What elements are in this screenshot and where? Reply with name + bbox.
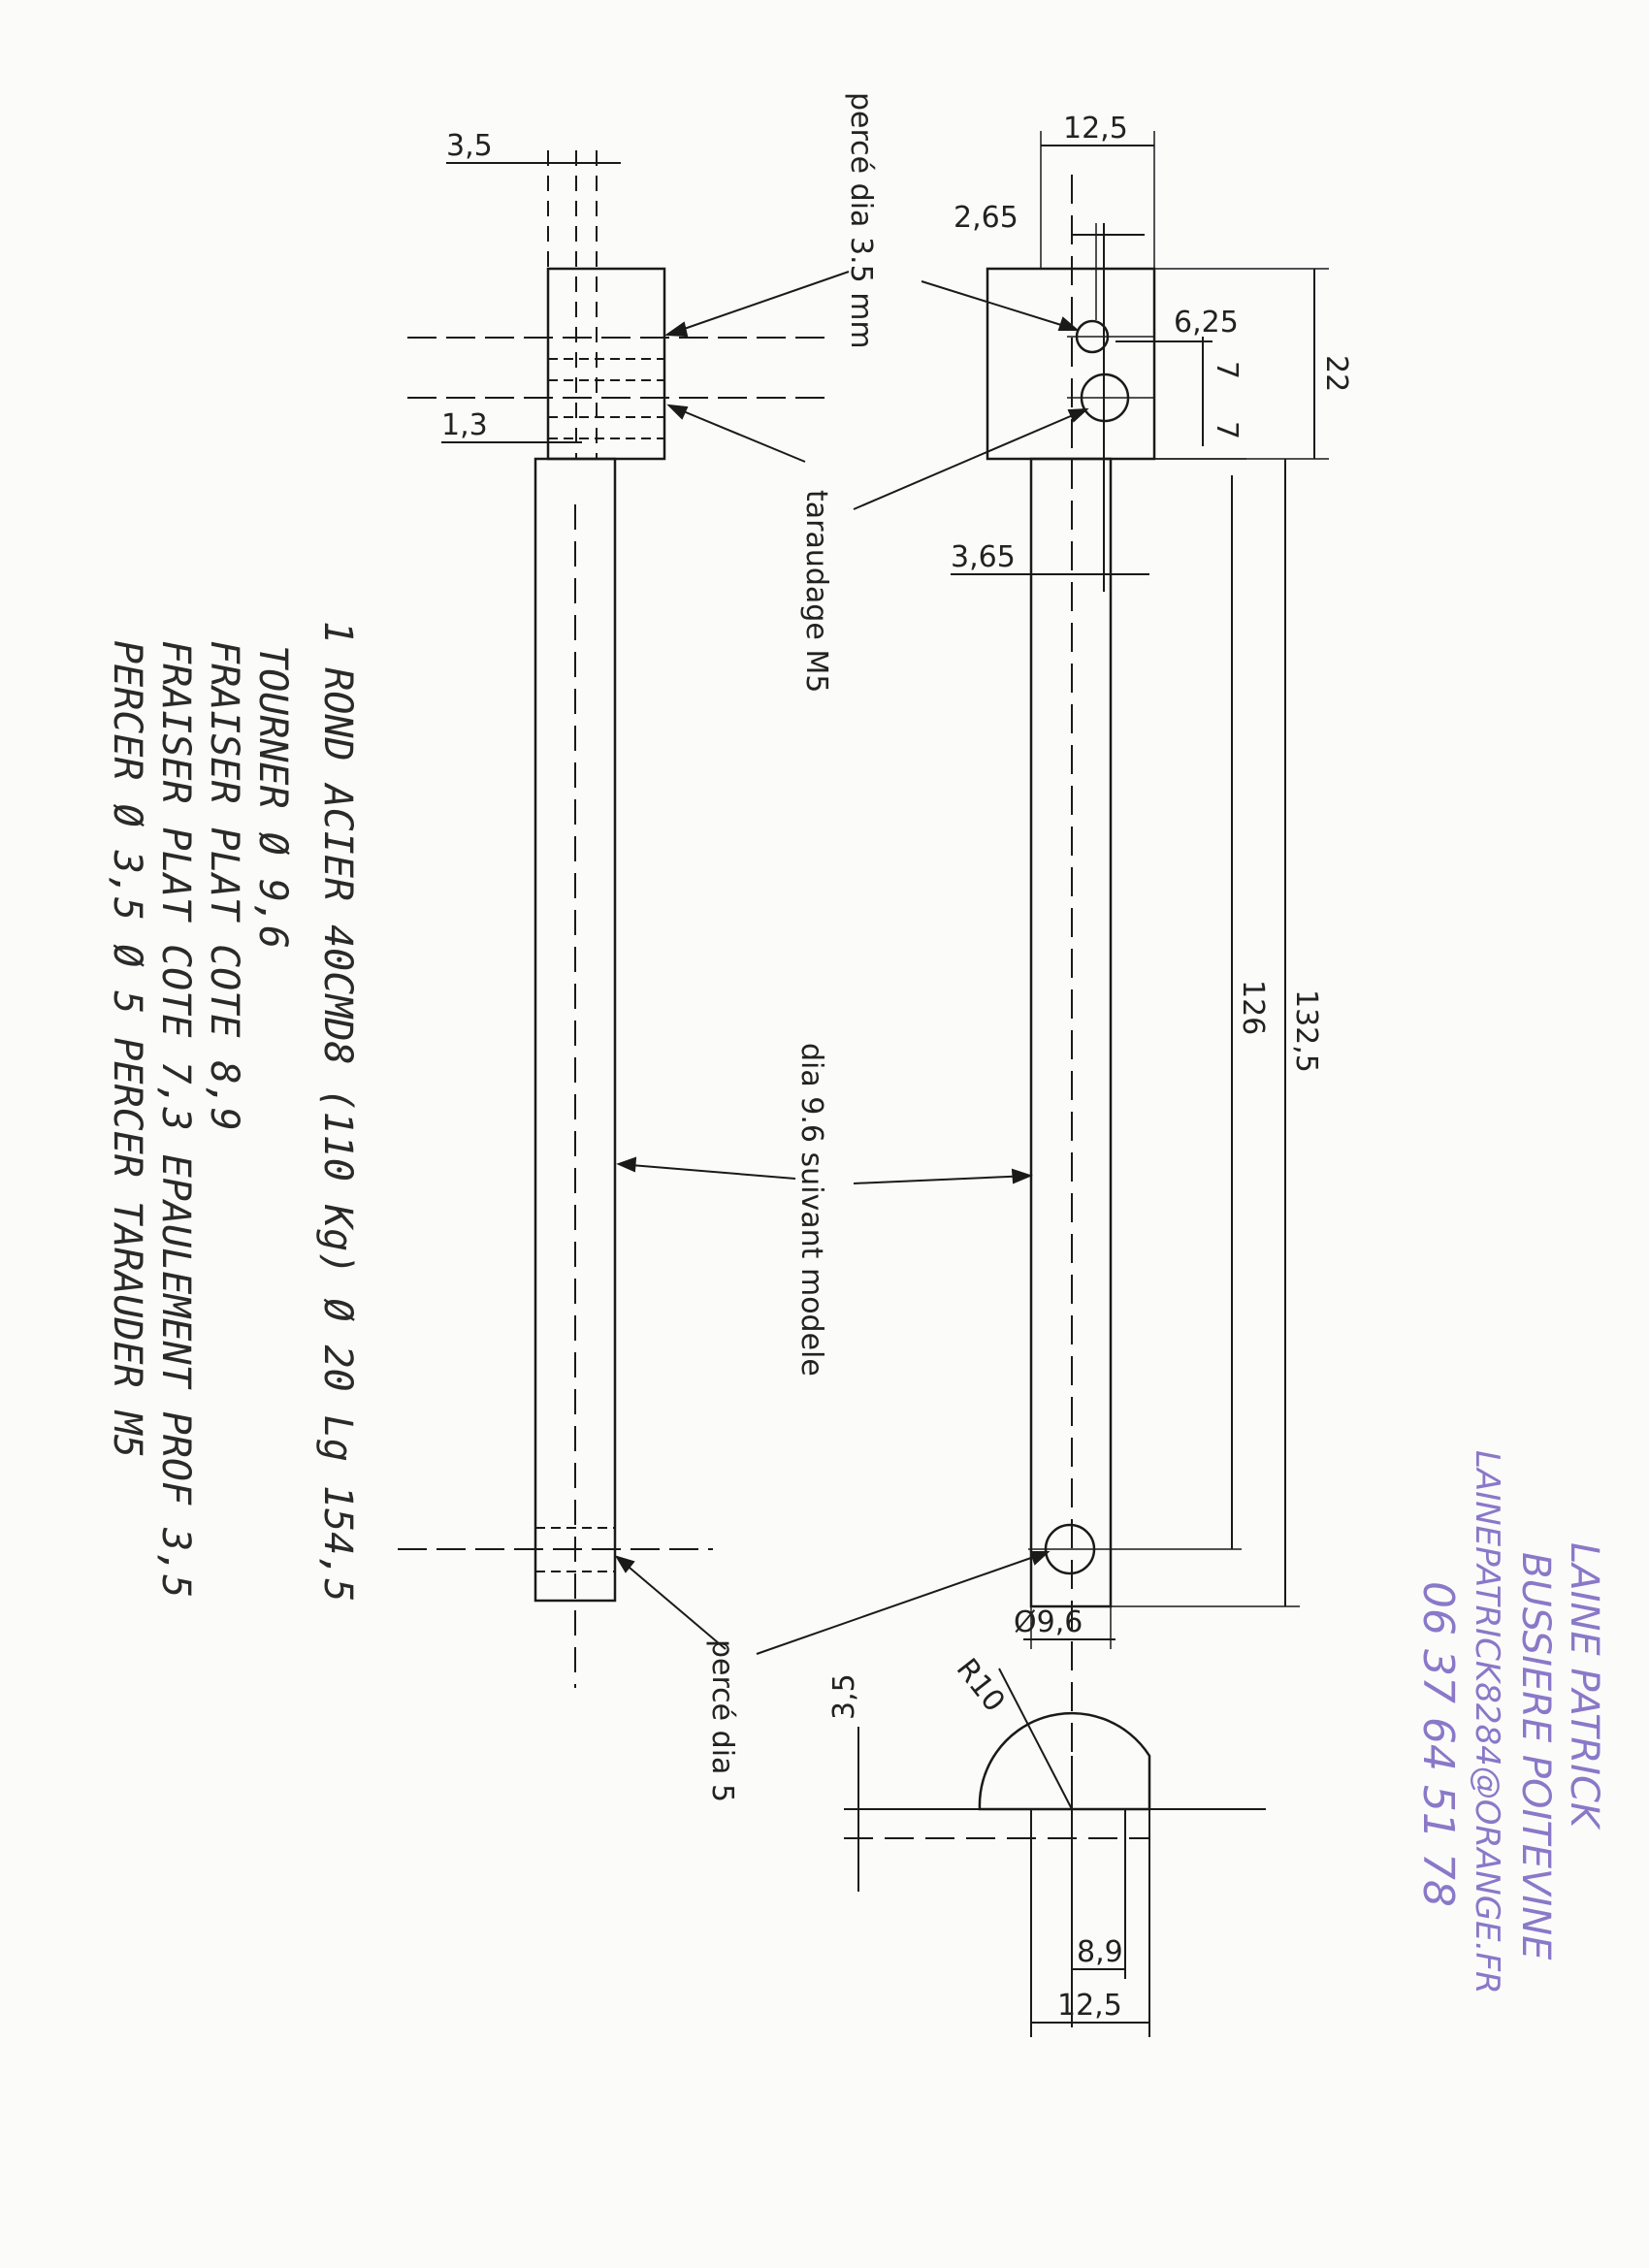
dim-22: 22 [1319,355,1353,392]
dim-r10: R10 [950,1652,1012,1718]
dim-dia-9-6: Ø9,6 [1014,1605,1083,1639]
note-line-3: FRAISER PLAT COTE 8,9 [202,640,246,1131]
left-shaft [534,457,617,1603]
note-line-1: 1 ROND ACIER 40CMD8 (110 Kg) Ø 20 Lg 154… [315,621,360,1602]
note-line-4: FRAISER PLAT COTE 7,3 EPAULEMENT PROF 3,… [153,640,198,1598]
dim-3-65: 3,65 [951,540,1016,574]
note-line-5: PERCER Ø 3,5 Ø 5 PERCER TARAUDER M5 [105,640,149,1458]
callout-taraudage: taraudage M5 [799,490,833,693]
dim-7-a: 7 [1210,361,1244,379]
dim-126: 126 [1236,980,1270,1035]
dim-2-65: 2,65 [954,201,1018,235]
machining-notes: 1 ROND ACIER 40CMD8 (110 Kg) Ø 20 Lg 154… [105,621,360,1602]
right-view [951,131,1329,1950]
note-line-2: TOURNER Ø 9,6 [250,645,295,949]
callout-perce-5: percé dia 5 [705,1639,739,1802]
author-phone: 06 37 64 51 78 [1413,1581,1463,1907]
dim-12-5-top: 12,5 [1063,112,1128,146]
callout-leaders [614,271,1089,1655]
dim-12-5-bottom: 12,5 [1057,1989,1122,2023]
dim-132-5: 132,5 [1289,989,1323,1073]
author-notes: LAINE PATRICK BUSSIERE POITEVINE LAINEPA… [1413,1450,1606,1994]
dim-3-5-top: 3,5 [446,129,493,163]
dim-1-3: 1,3 [441,408,488,442]
dim-6-25: 6,25 [1174,306,1239,340]
callout-dia-9-6: dia 9.6 suivant modele [794,1043,828,1377]
section-view [844,1668,1266,2037]
author-name: LAINE PATRICK [1562,1542,1606,1831]
dim-3-5-section: 3,5 [827,1673,861,1720]
left-view [398,150,834,1688]
dim-7-b: 7 [1210,421,1244,439]
section-flat [1031,1809,1149,1853]
author-email: LAINEPATRICK8284@ORANGE.FR [1468,1450,1506,1994]
author-town: BUSSIERE POITEVINE [1513,1552,1558,1960]
left-head-block [546,267,666,461]
section-profile [978,1711,1151,1811]
callout-perce-3-5: percé dia 3.5 mm [844,92,878,349]
dim-8-9: 8,9 [1077,1935,1123,1969]
